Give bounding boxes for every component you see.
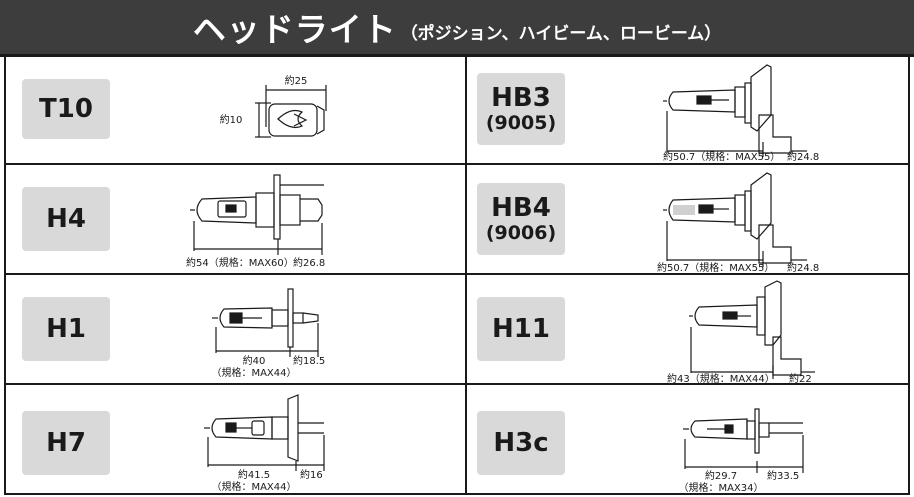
cell-h3c: H3c 約2 [467, 385, 908, 495]
bulb-label-h1: H1 [22, 297, 110, 361]
h4-bulb-diagram: 約54（規格：MAX60） 約26.8 [186, 174, 325, 269]
bulb-name: HB4 [491, 193, 551, 223]
bulb-name: T10 [39, 94, 93, 124]
cell-hb4: HB4 (9006) [467, 165, 908, 274]
grid-divider-row-2 [6, 273, 908, 275]
hb4-bulb-diagram: 約50.7（規格：MAX55） 約24.8 [657, 172, 819, 274]
dim-h11-length: 約43（規格：MAX44） [667, 372, 775, 385]
header-title: ヘッドライト [192, 10, 397, 49]
t10-bulb-diagram: 約25 約10 [220, 74, 327, 138]
dim-hb4-base: 約24.8 [787, 261, 819, 274]
bulb-label-hb3: HB3 (9005) [477, 73, 565, 145]
grid-divider-row-1 [6, 163, 908, 165]
cell-t10: T10 約25 約10 [6, 57, 465, 163]
cell-h11: H11 約43（規格：MAX44） 約22 [467, 275, 908, 385]
h11-bulb-diagram: 約43（規格：MAX44） 約22 [667, 280, 815, 385]
grid-divider-row-3 [6, 383, 908, 385]
grid-divider-vertical [465, 57, 467, 493]
bulb-grid: T10 約25 約10 [4, 57, 910, 495]
dim-h7-base: 約16 [300, 468, 323, 481]
dim-t10-length: 約25 [285, 74, 308, 87]
header-banner: ヘッドライト （ポジション、ハイビーム、ロービーム） [0, 0, 914, 57]
dim-h7-standard: （規格：MAX44） [211, 480, 296, 493]
bulb-subname: (9006) [485, 222, 557, 244]
bulb-label-h3c: H3c [477, 411, 565, 475]
bulb-name: H1 [46, 314, 86, 344]
dim-h11-base: 約22 [789, 372, 812, 385]
dim-hb3-length: 約50.7（規格：MAX55） [663, 150, 780, 163]
cell-h1: H1 約40 （規 [6, 275, 465, 383]
h1-bulb-diagram: 約40 （規格：MAX44） 約18.5 [211, 288, 325, 379]
dim-h4-length: 約54（規格：MAX60） [186, 256, 294, 269]
dim-h1-base: 約18.5 [293, 354, 325, 367]
bulb-subname: (9005) [485, 112, 557, 134]
bulb-label-h7: H7 [22, 411, 110, 475]
bulb-name: H7 [46, 428, 86, 458]
dim-h3c-length: 約29.7 [705, 469, 737, 482]
bulb-name: H11 [492, 314, 550, 344]
cell-h7: H7 約41 [6, 385, 465, 495]
bulb-name: H3c [493, 428, 549, 458]
cell-h4: H4 約54 [6, 165, 465, 273]
cell-hb3: HB3 (9005) 約50.7（規格： [467, 57, 908, 163]
bulb-name: H4 [46, 204, 86, 234]
h7-bulb-diagram: 約41.5 （規格：MAX44） 約16 [204, 394, 325, 493]
dim-h4-base: 約26.8 [293, 256, 325, 269]
dim-h1-length: 約40 [243, 354, 266, 367]
h3c-bulb-diagram: 約29.7 （規格：MAX34） 約33.5 [678, 408, 804, 494]
dim-hb4-length: 約50.7（規格：MAX55） [657, 261, 774, 274]
bulb-label-h11: H11 [477, 297, 565, 361]
dim-h3c-base: 約33.5 [767, 469, 799, 482]
bulb-label-hb4: HB4 (9006) [477, 183, 565, 255]
dim-hb3-base: 約24.8 [787, 150, 819, 163]
dim-h1-standard: （規格：MAX44） [211, 366, 296, 379]
header-subtitle: （ポジション、ハイビーム、ロービーム） [400, 23, 722, 44]
dim-h7-length: 約41.5 [238, 468, 270, 481]
hb3-bulb-diagram: 約50.7（規格：MAX55） 約24.8 [663, 64, 819, 163]
dim-h3c-standard: （規格：MAX34） [678, 481, 763, 494]
bulb-label-t10: T10 [22, 79, 110, 139]
bulb-label-h4: H4 [22, 187, 110, 251]
dim-t10-diameter: 約10 [220, 113, 243, 126]
bulb-name: HB3 [491, 83, 551, 113]
